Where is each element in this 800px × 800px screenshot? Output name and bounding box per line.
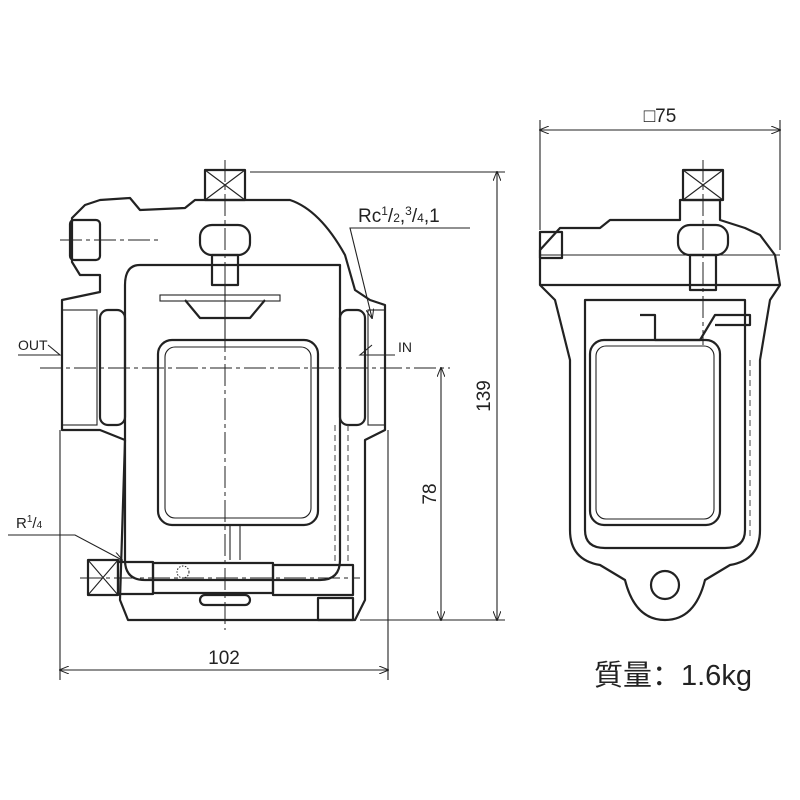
front-body-outline — [60, 196, 387, 622]
port-size-label: Rc1/2,3/4,1 — [358, 204, 440, 227]
side-view — [538, 160, 782, 622]
dim-height-139: 139 — [474, 380, 495, 412]
side-dimensions: □75 — [540, 106, 780, 250]
float — [156, 338, 320, 527]
dim-width-102: 102 — [208, 648, 240, 669]
side-bottom-lug — [649, 569, 681, 601]
in-label: IN — [398, 339, 412, 355]
front-annotations: Rc1/2,3/4,1 OUT IN R1/4 — [8, 204, 470, 560]
front-view — [40, 160, 450, 630]
front-dimensions: 139 78 102 — [60, 172, 505, 680]
mass-label: 質量：1.6kg — [594, 659, 752, 692]
dim-height-78: 78 — [420, 483, 441, 504]
drain-size-label: R1/4 — [16, 514, 43, 532]
side-float — [588, 338, 722, 527]
front-inner-chamber — [123, 263, 342, 582]
out-label: OUT — [18, 337, 48, 353]
dim-square-75: □75 — [644, 106, 677, 127]
side-body-outline — [538, 198, 782, 622]
